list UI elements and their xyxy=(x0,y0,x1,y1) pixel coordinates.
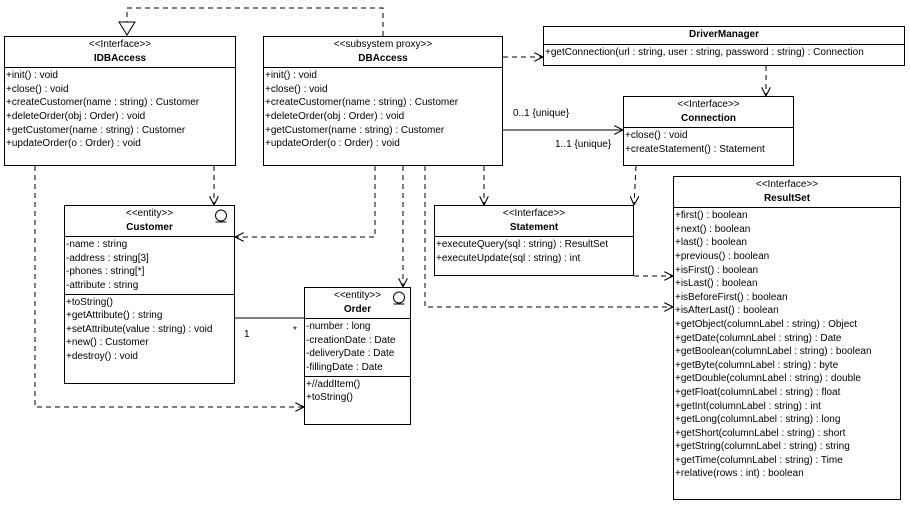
stereotype: <<Interface>> xyxy=(677,99,740,110)
attribute: -creationDate : Date xyxy=(306,334,396,346)
attribute: -address : string[3] xyxy=(66,252,149,264)
operation: +executeUpdate(sql : string) : int xyxy=(436,252,581,264)
stereotype: <<Interface>> xyxy=(755,179,819,190)
class-dbaccess[interactable]: <<subsystem proxy>> DBAccess +init() : v… xyxy=(263,36,503,166)
operation: +createCustomer(name : string) : Custome… xyxy=(6,97,200,109)
operation: +getConnection(url : string, user : stri… xyxy=(545,46,864,58)
operation: +close() : void xyxy=(625,130,688,142)
class-resultset[interactable]: <<Interface>> ResultSet +first() : boole… xyxy=(673,176,901,500)
class-name: DriverManager xyxy=(688,29,760,40)
operation: +isBeforeFirst() : boolean xyxy=(675,291,788,303)
operation: +next() : boolean xyxy=(675,223,751,235)
multiplicity-label: 1..1 {unique} xyxy=(555,139,612,150)
class-connection[interactable]: <<Interface>> Connection +close() : void… xyxy=(623,96,794,166)
stereotype: <<subsystem proxy>> xyxy=(333,39,433,50)
operation: +last() : boolean xyxy=(675,237,747,249)
stereotype: <<entity>> xyxy=(125,208,174,219)
operations-compartment: +//addItem() +toString() xyxy=(305,375,410,406)
operation: +destroy() : void xyxy=(66,350,138,362)
operation: +getTime(columnLabel : string) : Time xyxy=(675,454,843,466)
operation: +init() : void xyxy=(265,70,317,82)
operation: +previous() : boolean xyxy=(675,250,770,262)
operation: +executeQuery(sql : string) : ResultSet xyxy=(436,239,609,251)
operation: +getCustomer(name : string) : Customer xyxy=(265,124,445,136)
attribute: -phones : string[*] xyxy=(66,266,145,278)
operation: +first() : boolean xyxy=(675,210,748,222)
attribute: -fillingDate : Date xyxy=(306,361,383,373)
operation: +getAttribute() : string xyxy=(66,310,163,322)
class-name: IDBAccess xyxy=(93,52,147,64)
attributes-compartment: -number : long -creationDate : Date -del… xyxy=(305,318,410,375)
operations-compartment: +getConnection(url : string, user : stri… xyxy=(544,43,904,61)
multiplicity-label: * xyxy=(293,325,297,336)
operation: +setAttribute(value : string) : void xyxy=(66,323,213,335)
class-customer[interactable]: <<entity>> Customer -name : string -addr… xyxy=(64,205,235,384)
attributes-compartment: -name : string -address : string[3] -pho… xyxy=(65,236,234,293)
entity-icon xyxy=(393,291,405,305)
entity-icon xyxy=(215,209,227,223)
operation: +relative(rows : int) : boolean xyxy=(675,468,804,480)
attribute: -name : string xyxy=(66,239,128,251)
operation: +toString() xyxy=(66,296,113,308)
attribute: -deliveryDate : Date xyxy=(306,348,395,360)
operations-compartment: +init() : void +close() : void +createCu… xyxy=(264,67,502,152)
multiplicity-label: 1 xyxy=(244,329,250,340)
operation: +isAfterLast() : boolean xyxy=(675,305,779,317)
class-name: DBAccess xyxy=(358,52,408,64)
stereotype: <<Interface>> xyxy=(502,208,566,219)
dependency-connection-statement xyxy=(634,165,636,205)
operation: +getCustomer(name : string) : Customer xyxy=(6,124,186,136)
operation: +getByte(columnLabel : string) : byte xyxy=(675,359,839,371)
operation: +getShort(columnLabel : string) : short xyxy=(675,427,846,439)
operation: +isFirst() : boolean xyxy=(675,264,759,276)
operation: +getLong(columnLabel : string) : long xyxy=(675,414,841,426)
operation: +updateOrder(o : Order) : void xyxy=(265,138,400,150)
class-order[interactable]: <<entity>> Order -number : long -creatio… xyxy=(304,287,411,425)
stereotype: <<Interface>> xyxy=(88,39,152,50)
multiplicity-label: 0..1 {unique} xyxy=(513,108,570,119)
class-name: Order xyxy=(343,303,372,315)
realization-connector xyxy=(118,7,384,36)
attribute: -attribute : string xyxy=(66,279,139,291)
operation: +getInt(columnLabel : string) : int xyxy=(675,400,821,412)
operations-compartment: +toString() +getAttribute() : string +se… xyxy=(65,293,234,365)
dependency-dbaccess-resultset xyxy=(424,166,673,307)
operation: +isLast() : boolean xyxy=(675,278,758,290)
attribute: -number : long xyxy=(306,321,371,333)
class-idbaccess[interactable]: <<Interface>> IDBAccess +init() : void +… xyxy=(4,36,236,166)
operation: +createStatement() : Statement xyxy=(625,143,765,155)
stereotype: <<entity>> xyxy=(333,290,382,301)
operation: +//addItem() xyxy=(306,378,361,390)
operation: +getBoolean(columnLabel : string) : bool… xyxy=(675,346,872,358)
dependency-dbaccess-customer xyxy=(235,166,376,237)
class-name: Customer xyxy=(126,221,173,233)
operation: +deleteOrder(obj : Order) : void xyxy=(6,110,146,122)
operation: +getDate(columnLabel : string) : Date xyxy=(675,332,842,344)
operation: +toString() xyxy=(306,392,353,404)
operation: +close() : void xyxy=(6,83,69,95)
operations-compartment: +init() : void +close() : void +createCu… xyxy=(5,67,235,152)
operation: +getDouble(columnLabel : string) : doubl… xyxy=(675,373,861,385)
operation: +getFloat(columnLabel : string) : float xyxy=(675,386,841,398)
operation: +init() : void xyxy=(6,70,58,82)
class-drivermanager[interactable]: DriverManager +getConnection(url : strin… xyxy=(543,26,905,66)
class-name: Connection xyxy=(681,112,736,124)
operation: +getString(columnLabel : string) : strin… xyxy=(675,441,850,453)
operation: +getObject(columnLabel : string) : Objec… xyxy=(675,318,858,330)
operations-compartment: +first() : boolean +next() : boolean +la… xyxy=(674,207,900,482)
class-name: ResultSet xyxy=(763,192,811,204)
operation: +close() : void xyxy=(265,83,328,95)
class-statement[interactable]: <<Interface>> Statement +executeQuery(sq… xyxy=(434,205,634,276)
operations-compartment: +executeQuery(sql : string) : ResultSet … xyxy=(435,236,633,266)
operation: +new() : Customer xyxy=(66,337,149,349)
operation: +updateOrder(o : Order) : void xyxy=(6,138,141,150)
class-name: Statement xyxy=(509,221,559,233)
operation: +createCustomer(name : string) : Custome… xyxy=(265,97,459,109)
operations-compartment: +close() : void +createStatement() : Sta… xyxy=(624,127,793,157)
operation: +deleteOrder(obj : Order) : void xyxy=(265,110,405,122)
